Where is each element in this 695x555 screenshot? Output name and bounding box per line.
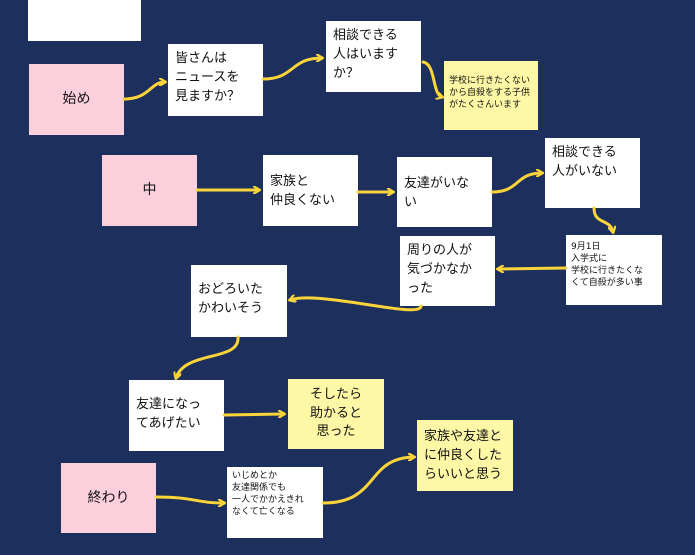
arrow-consult-to-memo <box>421 60 442 97</box>
unnoticed-note[interactable]: 周りの人が 気づかなか った <box>400 236 495 306</box>
bullying-note[interactable]: いじめとか 友達関係でも 一人でかかえきれ なくて亡くなる <box>227 467 323 538</box>
end-note[interactable]: 終わり <box>61 463 156 533</box>
arrow-unnoticed-to-surprised <box>290 298 423 312</box>
conclusion-note[interactable]: 家族や友達と に仲良くした らいいと思う <box>417 420 513 491</box>
blank-note[interactable] <box>28 0 141 41</box>
arrow-nofriends-to-noconsult <box>490 173 542 194</box>
surprised-note[interactable]: おどろいた かわいそう <box>191 265 287 337</box>
arrow-end-to-bullying <box>154 495 224 503</box>
arrow-befriend-to-helped <box>222 414 284 415</box>
no-consult-note[interactable]: 相談できる 人がいない <box>545 138 640 208</box>
question-news-note[interactable]: 皆さんは ニュースを 見ますか？ <box>168 44 263 116</box>
sept1-note[interactable]: 9月1日 入学式に 学校に行きたくな くて自殺が多い事 <box>566 235 662 305</box>
arrow-start-to-news <box>122 82 165 101</box>
no-friends-note[interactable]: 友達がいな い <box>397 157 492 227</box>
arrow-noconsult-to-sept1 <box>592 206 613 232</box>
arrow-news-to-consult <box>261 58 322 81</box>
arrow-bullying-to-conclusion <box>321 457 414 505</box>
middle-note[interactable]: 中 <box>102 155 197 226</box>
start-note[interactable]: 始め <box>29 64 124 135</box>
arrow-sept1-to-unnoticed <box>498 268 568 269</box>
memo-school-note[interactable]: 学校に行きたくない から自殺をする子供 がたくさんいます <box>444 61 538 130</box>
helped-note[interactable]: そしたら 助かると 思った <box>288 379 384 449</box>
befriend-note[interactable]: 友達になっ てあげたい <box>129 380 224 451</box>
arrow-surprised-to-befriend <box>176 335 240 378</box>
family-note[interactable]: 家族と 仲良くない <box>263 155 358 226</box>
question-consult-note[interactable]: 相談できる 人はいます か？ <box>326 21 421 92</box>
